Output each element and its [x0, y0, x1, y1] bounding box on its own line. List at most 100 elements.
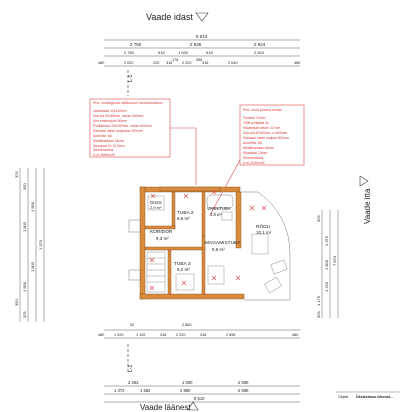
svg-text:1 175: 1 175 — [316, 295, 321, 306]
svg-text:Metallkarkass 18mm: Metallkarkass 18mm — [243, 146, 274, 150]
dim-top-r2-1: 516 — [158, 50, 165, 55]
view-label-right: Vaade itta — [363, 188, 372, 224]
dim-top-r1-0: 2 750 — [130, 42, 142, 47]
note-right-box: Pnd. vindi põrand konstr. Puitkest 22mm … — [239, 104, 305, 166]
dim-top-small-0: 178 — [172, 58, 178, 62]
svg-text:Puitkest 22mm: Puitkest 22mm — [243, 116, 266, 120]
svg-text:Puitkarkass 200x50mm, samm 600: Puitkarkass 200x50mm, samm 600mm — [93, 124, 152, 128]
room-koridor-name: KORIDOR — [150, 229, 173, 235]
room-rodu-name: RÕDU — [256, 223, 271, 230]
dimensions-left: 325 350 1 900 1 800 1 370 1 800 1 900 35… — [14, 168, 45, 322]
svg-text:325: 325 — [316, 311, 321, 318]
svg-text:1 800: 1 800 — [324, 259, 329, 270]
view-arrow-top — [195, 12, 209, 22]
svg-text:1 800: 1 800 — [30, 261, 35, 272]
note-left-footer: U=0,16W/m2K — [93, 153, 116, 157]
room-magamistuba-area: 9,6 m² — [212, 247, 225, 252]
dim-top-r3-3: 318 — [166, 61, 172, 65]
svg-text:Kipsplaat 2x 12,5mm: Kipsplaat 2x 12,5mm — [93, 144, 125, 148]
svg-text:480: 480 — [292, 333, 298, 337]
svg-text:350: 350 — [22, 183, 27, 190]
svg-text:1 020: 1 020 — [114, 333, 124, 337]
room-magamistuba-name: MAGAMISTUBA — [205, 240, 241, 246]
svg-text:Aurutõke 1tk: Aurutõke 1tk — [243, 141, 262, 145]
svg-text:Dos sol 50x50mm, samm 600mm: Dos sol 50x50mm, samm 600mm — [93, 114, 144, 118]
svg-text:350: 350 — [14, 299, 19, 306]
svg-text:2 880: 2 880 — [180, 388, 191, 393]
svg-text:Karkassi vahel soojustus 200mm: Karkassi vahel soojustus 200mm — [93, 129, 143, 133]
dim-top-r2-3: 518 — [206, 50, 213, 55]
dim-top-r2-4: 2 924 — [254, 50, 265, 55]
svg-text:1 900: 1 900 — [30, 201, 35, 212]
dim-bot-total: 8 510 — [194, 396, 205, 401]
svg-text:1 900: 1 900 — [22, 281, 27, 292]
note-left-title: Pnd. vindalgeuse sõiduruum konstruktsioo… — [93, 101, 163, 105]
dim-top-r2-2: 1 630 — [178, 50, 189, 55]
svg-text:325: 325 — [316, 215, 321, 222]
svg-text:2 220: 2 220 — [176, 333, 186, 337]
svg-text:Metallkarkass 18mm: Metallkarkass 18mm — [93, 139, 124, 143]
dim-top-r3-0: 480 — [98, 61, 104, 65]
svg-text:1 800: 1 800 — [22, 221, 27, 232]
svg-text:2 262: 2 262 — [128, 380, 139, 385]
svg-text:7 870: 7 870 — [332, 255, 337, 266]
svg-text:2 696: 2 696 — [226, 333, 236, 337]
floor-plan: DUSS 2,9 m² TUBA 2 9,6 m² VANNITUBA 3,8 … — [128, 186, 291, 301]
dim-top-r1-2: 2 924 — [254, 42, 266, 47]
title-block: Objekt Üksikelamu rekonst... — [336, 391, 400, 399]
svg-text:1 900: 1 900 — [182, 380, 193, 385]
note-left-box: Pnd. vindalgeuse sõiduruum konstruktsioo… — [89, 98, 171, 158]
section-mark-bottom: L-1 — [128, 365, 134, 372]
note-right-title: Pnd. vindi põrand konstr. — [243, 108, 283, 112]
view-label-bottom: Vaade läänest — [140, 403, 191, 412]
dim-top-total: 8 510 — [196, 34, 208, 39]
svg-text:318: 318 — [200, 333, 206, 337]
svg-text:318: 318 — [160, 333, 166, 337]
dim-top-r3-4: 2 220 — [182, 61, 192, 65]
dim-top-r3-5: 318 — [202, 61, 208, 65]
svg-text:Aurutõke 1tk: Aurutõke 1tk — [93, 134, 112, 138]
room-vannituba-name: VANNITUBA — [207, 206, 231, 211]
dim-top-r3-7: 480 — [294, 61, 300, 65]
svg-text:1 250: 1 250 — [324, 281, 329, 292]
svg-text:1 372: 1 372 — [114, 388, 125, 393]
dim-top-r1-1: 2 836 — [190, 42, 202, 47]
note-right-footer: U=0,11W/m2K — [243, 161, 266, 165]
room-tuba3-name: TUBA 3 — [174, 261, 191, 267]
svg-text:Alm eristerajum 30mm: Alm eristerajum 30mm — [93, 119, 127, 123]
titleblock-label: Objekt — [338, 395, 348, 399]
room-koridor-area: 9,3 m² — [156, 236, 169, 241]
svg-text:Vaanhtaad 10x140mm: Vaanhtaad 10x140mm — [93, 109, 127, 113]
view-arrow-bottom — [187, 401, 199, 411]
titleblock-name: Üksikelamu rekonst... — [356, 394, 393, 399]
svg-text:325: 325 — [14, 171, 19, 178]
svg-text:1 370: 1 370 — [38, 239, 43, 250]
section-mark-top: L-1 — [128, 75, 134, 82]
view-label-top: Vaade idast — [146, 12, 193, 22]
room-rodu-area: 10,1 m² — [256, 230, 272, 235]
svg-text:1 152: 1 152 — [136, 333, 146, 337]
dim-bot-small-0: 2 860 — [182, 323, 192, 327]
svg-text:Karkassi vahel soojust 300mm: Karkassi vahel soojust 300mm — [243, 136, 289, 140]
room-duss-area: 2,9 m² — [150, 205, 162, 210]
svg-text:1 375: 1 375 — [324, 235, 329, 246]
svg-text:480: 480 — [98, 333, 104, 337]
room-vannituba-area: 3,8 m² — [210, 212, 222, 217]
svg-text:OSB-puitplaat 4x: OSB-puitplaat 4x — [243, 121, 269, 125]
dim-top-r2-0: 2 760 — [124, 50, 135, 55]
svg-text:1 562: 1 562 — [140, 388, 151, 393]
dimensions-top: 8 510 2 750 2 836 2 924 2 760 516 1 630 … — [98, 34, 300, 67]
svg-text:2 696: 2 696 — [238, 388, 249, 393]
room-tuba2-name: TUBA 2 — [177, 210, 194, 216]
svg-text:325: 325 — [22, 311, 27, 318]
dimensions-right: 325 1 375 1 800 1 250 1 175 325 7 870 — [316, 210, 339, 318]
dim-bot-small-1: 52 — [130, 323, 134, 327]
dimensions-bottom: 2 860 52 480 1 020 1 152 318 2 220 318 2… — [98, 323, 300, 403]
room-duss-name: DUSS — [150, 200, 162, 205]
svg-text:Doe-kst 50x50mm, s=600mm: Doe-kst 50x50mm, s=600mm — [243, 131, 288, 135]
dim-top-small-1: 356 — [196, 58, 202, 62]
svg-text:Siseviimistlus: Siseviimistlus — [93, 148, 114, 152]
svg-text:Mauerplatt vieser 22 mm: Mauerplatt vieser 22 mm — [243, 126, 280, 130]
view-arrow-right — [359, 175, 369, 187]
